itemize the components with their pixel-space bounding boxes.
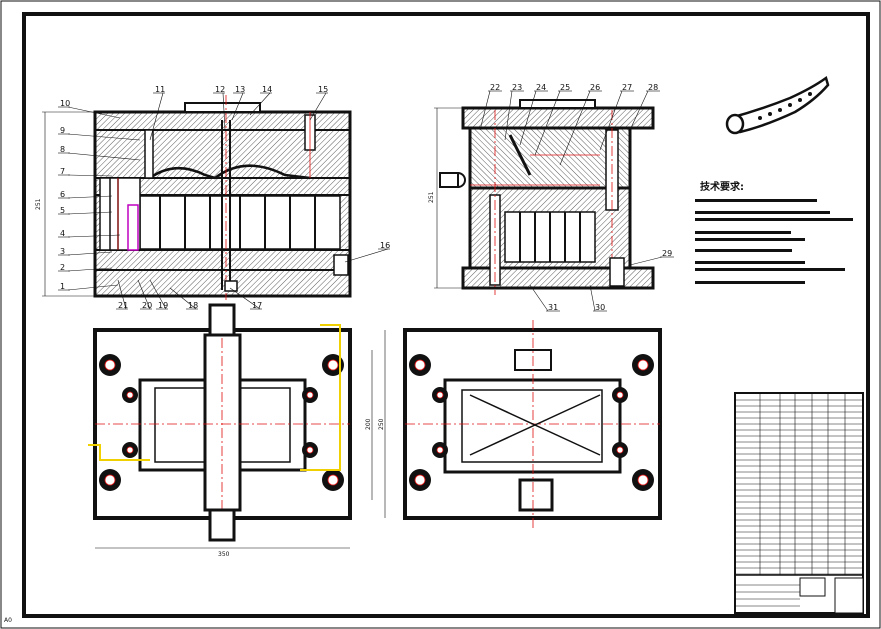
part-number-16: 16 xyxy=(380,241,390,250)
right-height-dim: 251 xyxy=(428,191,435,203)
plan-view-left: 350 200 250 xyxy=(88,303,386,558)
part-number-12: 12 xyxy=(215,85,225,94)
plan-view-right xyxy=(403,320,662,530)
tech-requirements-title: 技术要求: xyxy=(700,180,744,193)
part-number-20: 20 xyxy=(142,301,152,310)
part-number-6: 6 xyxy=(60,190,65,199)
part-number-27: 27 xyxy=(622,83,632,92)
section-view-left: 2 5 1 xyxy=(35,95,352,300)
plan-left-inner-dim: 200 xyxy=(365,418,372,430)
part-number-22: 22 xyxy=(490,83,500,92)
part-number-28: 28 xyxy=(648,83,658,92)
part-number-21: 21 xyxy=(118,301,128,310)
part-number-29: 29 xyxy=(662,249,672,258)
part-number-13: 13 xyxy=(235,85,245,94)
part-number-19: 19 xyxy=(158,301,168,310)
part-number-11: 11 xyxy=(155,85,165,94)
part-number-3: 3 xyxy=(60,247,65,256)
title-block xyxy=(734,392,864,614)
part-number-14: 14 xyxy=(262,85,272,94)
plan-left-outer-dim: 250 xyxy=(378,418,385,430)
part-number-8: 8 xyxy=(60,145,65,154)
part-number-23: 23 xyxy=(512,83,522,92)
part-number-7: 7 xyxy=(60,167,65,176)
part-isometric-sketch xyxy=(725,75,830,135)
part-number-18: 18 xyxy=(188,301,198,310)
tech-requirements: 技术要求: xyxy=(695,180,853,284)
part-number-26: 26 xyxy=(590,83,600,92)
part-number-17: 17 xyxy=(252,301,262,310)
section-view-right: 251 xyxy=(428,99,655,295)
sheet-size-code: A0 xyxy=(4,617,12,624)
part-number-2: 2 xyxy=(60,263,65,272)
part-number-31: 31 xyxy=(548,303,558,312)
part-number-15: 15 xyxy=(318,85,328,94)
plan-left-width-dim: 350 xyxy=(218,551,230,558)
part-number-4: 4 xyxy=(60,229,65,238)
part-number-10: 10 xyxy=(60,99,70,108)
inner-frame xyxy=(22,12,870,618)
part-number-30: 30 xyxy=(595,303,605,312)
part-number-9: 9 xyxy=(60,126,65,135)
part-number-5: 5 xyxy=(60,206,65,215)
right-view-labels: 22 23 24 25 26 27 28 29 30 31 xyxy=(479,83,674,312)
part-number-1: 1 xyxy=(60,282,65,291)
part-number-24: 24 xyxy=(536,83,546,92)
left-height-dim: 251 xyxy=(35,198,42,210)
part-number-25: 25 xyxy=(560,83,570,92)
